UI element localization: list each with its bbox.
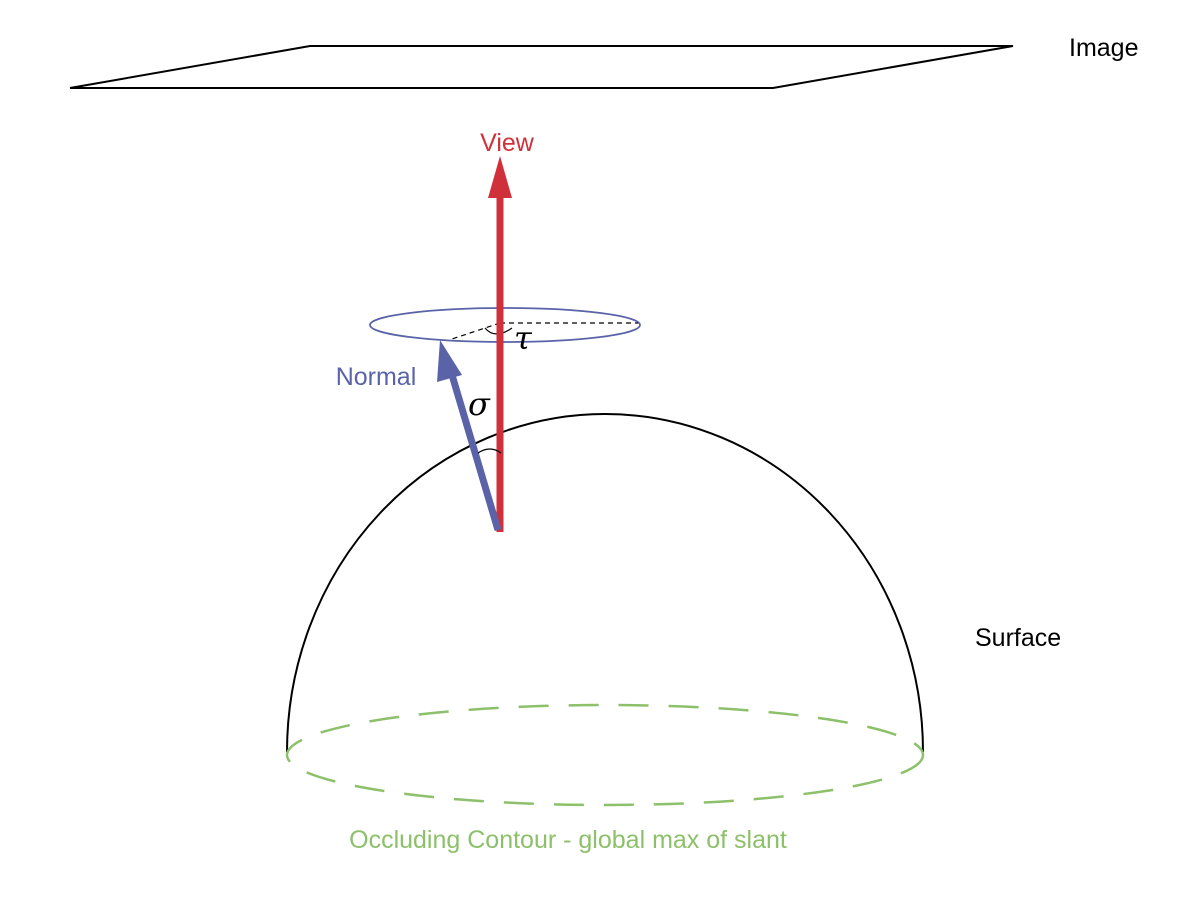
normal-label: Normal bbox=[336, 363, 417, 391]
surface-dome bbox=[286, 413, 924, 753]
image-label: Image bbox=[1069, 34, 1138, 62]
slant-angle-arc bbox=[477, 448, 502, 454]
occluding-contour-ellipse bbox=[285, 703, 925, 807]
view-label: View bbox=[480, 129, 535, 157]
image-plane bbox=[69, 45, 1014, 89]
view-arrowhead bbox=[488, 156, 512, 198]
normal-projection-line bbox=[448, 322, 501, 341]
surface-label: Surface bbox=[975, 624, 1061, 652]
tau-label: τ bbox=[514, 319, 533, 357]
sigma-label: σ bbox=[468, 385, 491, 423]
tilt-ellipse bbox=[369, 307, 641, 343]
normal-vector bbox=[448, 374, 502, 531]
occluding-contour-label: Occluding Contour - global max of slant bbox=[349, 826, 787, 854]
normal-arrowhead bbox=[437, 340, 462, 382]
